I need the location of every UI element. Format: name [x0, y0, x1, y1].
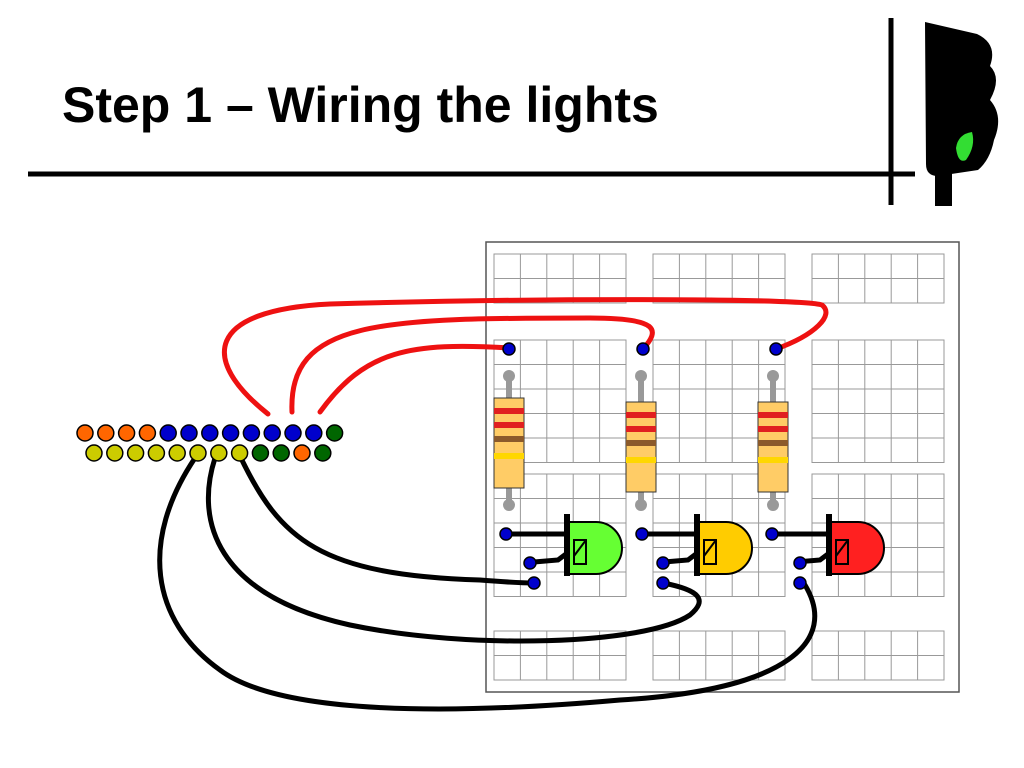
breadboard-pin [635, 527, 649, 541]
breadboard-pin [636, 342, 650, 356]
header-pin [106, 444, 124, 462]
resistor-red [757, 370, 789, 511]
terminal-strip-upper-3 [811, 339, 945, 463]
header-pin [117, 424, 136, 442]
resistor-band [758, 440, 788, 446]
header-pin [180, 424, 198, 442]
breadboard-pin [793, 556, 807, 570]
resistor-band [758, 426, 788, 432]
header-pin [210, 444, 228, 462]
resistor-band [626, 426, 656, 432]
header-pin [230, 444, 249, 462]
resistor-band [494, 436, 524, 442]
breadboard-pin [499, 527, 513, 541]
header-pin [293, 444, 311, 462]
breadboard-pin [656, 576, 670, 590]
power-rail-bottom-2 [652, 630, 786, 681]
power-rail-bottom-1 [493, 630, 627, 681]
header-pin [251, 444, 270, 462]
breadboard-pin [527, 576, 541, 590]
ground-wire-red [157, 455, 818, 712]
ground-wire-yellow [206, 455, 702, 644]
pin-header [76, 424, 344, 462]
breadboard-pin [769, 342, 783, 356]
signal-wire-green [317, 343, 513, 415]
header-pin [147, 444, 166, 462]
signal-wire-red [221, 297, 829, 417]
green-led [510, 514, 623, 576]
resistor-band [626, 440, 656, 446]
header-pin [242, 424, 261, 442]
header-pin [284, 424, 302, 442]
resistor-band [494, 408, 524, 414]
breadboard-pin [793, 576, 807, 590]
breadboard-pin [523, 556, 537, 570]
signal-wires [221, 297, 829, 417]
resistor-yellow [625, 370, 657, 511]
resistor-green [493, 370, 525, 511]
power-rail-top-3 [811, 253, 945, 304]
resistor-band [494, 422, 524, 428]
header-pin [272, 444, 290, 462]
breadboard-pin [656, 556, 670, 570]
ground-wires [157, 453, 818, 712]
breadboard-pin [502, 342, 516, 356]
header-pin [263, 424, 281, 442]
yellow-led [640, 514, 753, 576]
header-pin [189, 444, 207, 462]
header-pin [159, 424, 177, 442]
breadboard [485, 241, 960, 693]
resistor-band [758, 412, 788, 418]
resistor-band [758, 457, 788, 463]
header-pin [97, 424, 115, 442]
resistor-band [626, 457, 656, 463]
resistor-band [626, 412, 656, 418]
resistor-band [494, 453, 524, 459]
header-pin [201, 424, 219, 442]
slide-title: Step 1 – Wiring the lights [62, 77, 659, 133]
header-pin [325, 424, 344, 442]
power-rail-top-2 [652, 253, 786, 304]
signal-wire-yellow [289, 315, 655, 415]
ground-wire-green [237, 453, 537, 586]
header-pin [168, 444, 186, 462]
header-pin [126, 444, 145, 462]
breadboard-pin [765, 527, 779, 541]
power-rail-top-1 [493, 253, 627, 304]
header-pin [314, 444, 332, 462]
power-rail-bottom-3 [811, 630, 945, 681]
header-pin [138, 424, 157, 442]
traffic-light-icon [925, 22, 999, 206]
header-pin [221, 424, 240, 442]
header-pin [76, 424, 94, 442]
header-pin [85, 444, 103, 462]
header-pin [305, 424, 323, 442]
